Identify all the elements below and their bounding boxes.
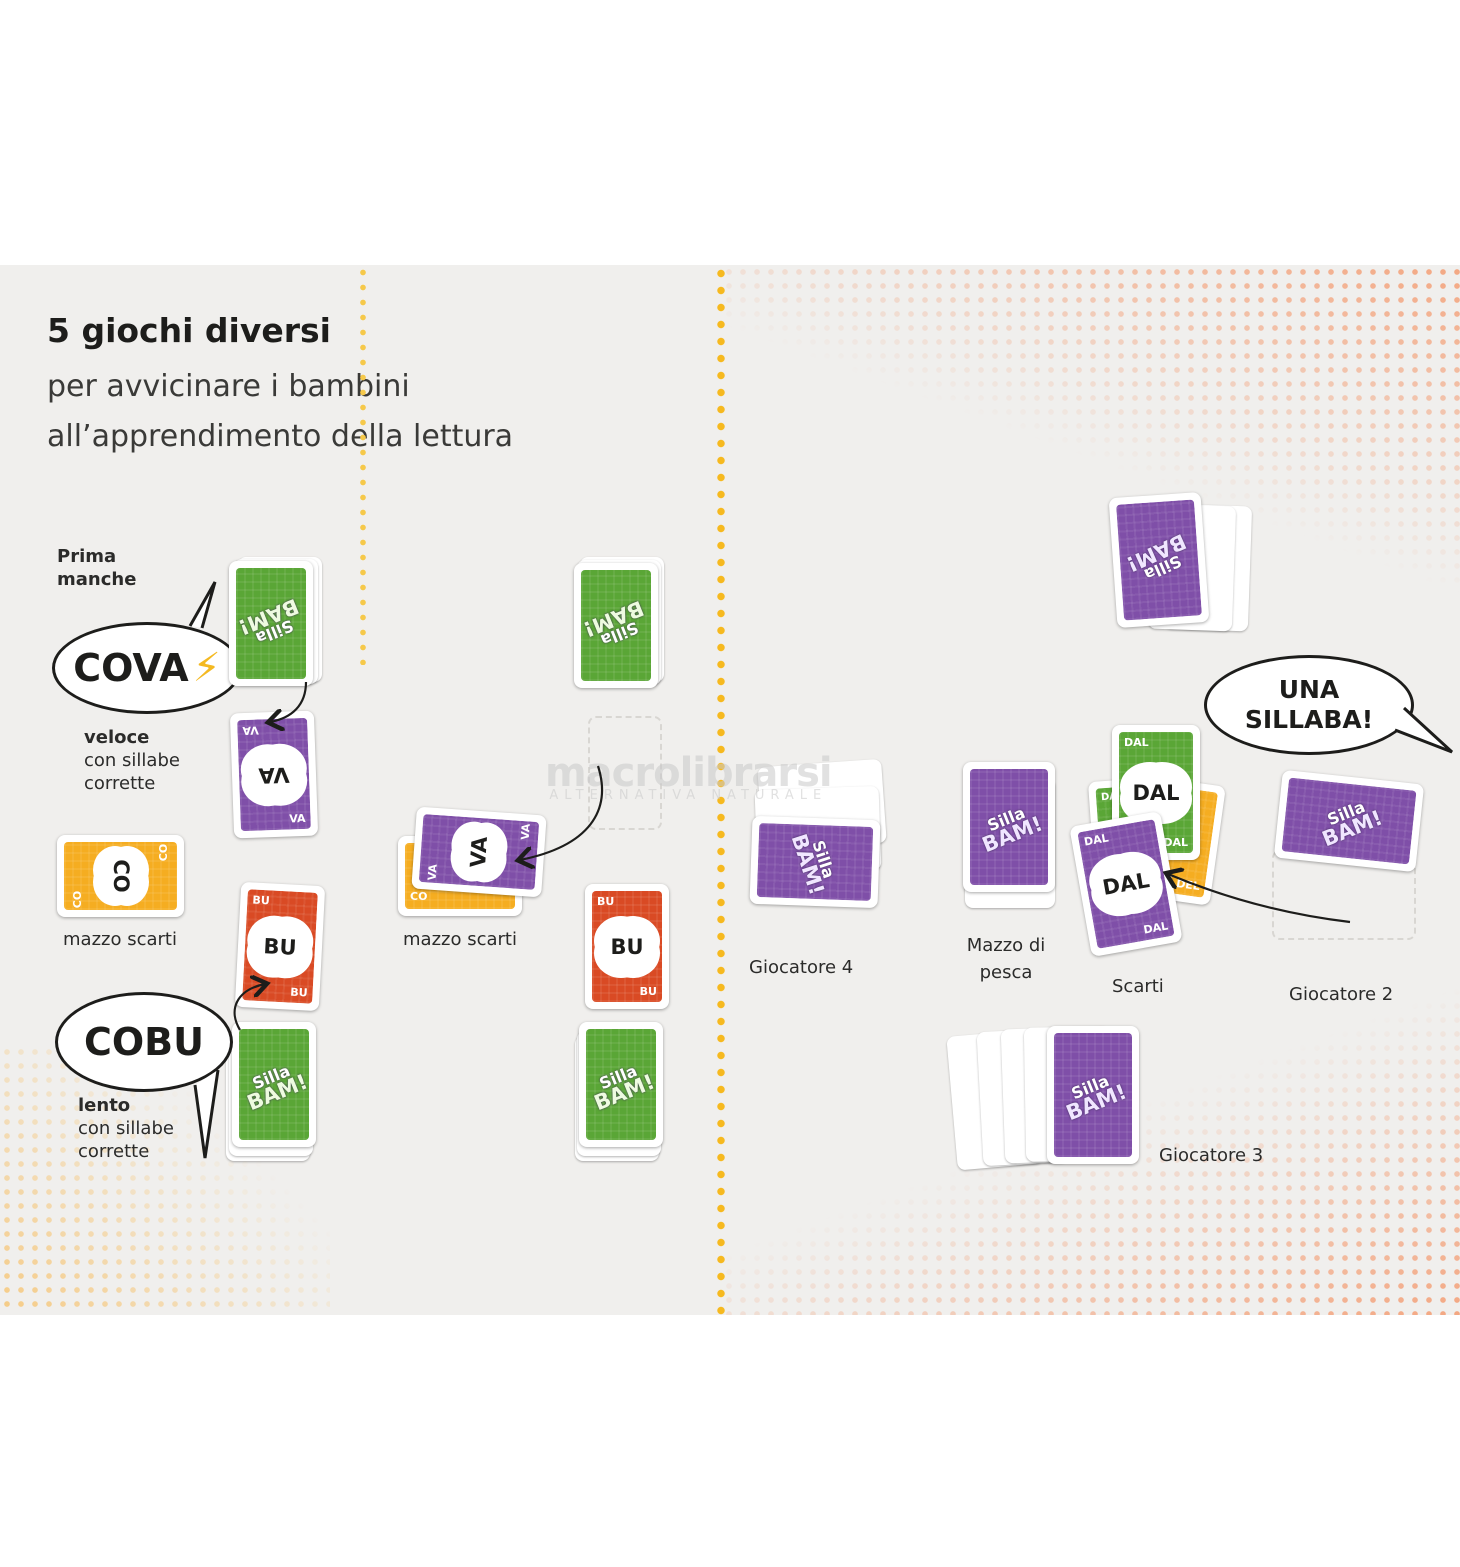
page-title: 5 giochi diversi [47, 311, 331, 350]
card-corner-text: CO [156, 843, 170, 862]
section-separator [357, 265, 369, 665]
player-2-label: Giocatore 2 [1289, 984, 1394, 1005]
page-subtitle: per avvicinare i bambini all’apprendimen… [47, 362, 513, 462]
card-face: VA VA VA [418, 814, 540, 890]
card-corner-text: DAL [1163, 836, 1188, 849]
card-corner-text: DAL [1124, 736, 1149, 749]
slow-label-rest: con sillabe corrette [78, 1118, 174, 1162]
watermark-tagline: ALTERNATIVA NATURALE [549, 788, 828, 803]
section-label: Prima manche [57, 546, 137, 590]
card-corner-text: VA [425, 863, 440, 881]
card-syllable: CO [96, 850, 145, 902]
player-4-label: Giocatore 4 [749, 957, 854, 978]
slow-label: lento con sillabe corrette [78, 1094, 188, 1163]
card-syllable: VA [244, 746, 304, 803]
discards-label: Scarti [1112, 976, 1164, 997]
card-va-played[interactable]: VA VA VA [411, 806, 547, 898]
card-corner-text: DAL [1142, 919, 1170, 937]
slow-label-bold: lento [78, 1095, 131, 1116]
card-corner-text: CO [71, 890, 85, 909]
speech-bubble-fast: COVA⚡ [52, 622, 242, 714]
draw-pile-label: Mazzo di pesca [966, 935, 1046, 983]
card-corner-text: BU [597, 895, 615, 908]
card-corner-text: VA [242, 723, 259, 738]
subtitle-line: per avvicinare i bambini [47, 369, 410, 404]
card-va[interactable]: VA VA VA [229, 710, 319, 839]
card-face: DAL DAL DAL [1077, 819, 1175, 949]
card-corner-text: DAL [1082, 831, 1110, 849]
discard-pile-label: mazzo scarti [63, 929, 177, 950]
page-spine-dots [714, 265, 728, 1315]
card-syllable: DAL [1089, 851, 1163, 917]
fast-label: veloce con sillabe corrette [84, 726, 194, 795]
card-face: BU BU BU [242, 889, 318, 1004]
card-corner-text: DEL [1175, 876, 1201, 894]
fast-label-rest: con sillabe corrette [84, 750, 180, 794]
card-corner-text: CO [410, 890, 428, 903]
card-face: CO CO CO [64, 842, 177, 910]
card-face: VA VA VA [237, 717, 311, 832]
card-syllable: BU [598, 919, 656, 974]
lightning-icon: ⚡ [192, 645, 221, 691]
card-syllable: VA [453, 824, 505, 880]
card-bu[interactable]: BU BU BU [585, 884, 669, 1009]
player-3-label: Giocatore 3 [1159, 1145, 1264, 1166]
card-face: BU BU BU [592, 891, 662, 1002]
watermark: macrolibrarsi ALTERNATIVA NATURALE [545, 750, 833, 803]
card-syllable: BU [249, 918, 311, 975]
decorative-dots [722, 265, 1460, 595]
card-corner-text: BU [639, 985, 657, 998]
fast-label-bold: veloce [84, 727, 150, 748]
card-syllable: DAL [1124, 765, 1188, 820]
speech-bubble-slow: COBU [55, 992, 233, 1092]
card-bu[interactable]: BU BU BU [234, 881, 326, 1012]
card-corner-text: BU [289, 985, 308, 1000]
card-corner-text: VA [518, 823, 533, 841]
card-corner-text: BU [252, 893, 271, 908]
card-co[interactable]: CO CO CO [57, 835, 184, 917]
card-corner-text: VA [289, 811, 306, 826]
bubble-text: COVA [73, 646, 189, 690]
discard-pile-label: mazzo scarti [403, 929, 517, 950]
speech-bubble-una-sillaba: UNA SILLABA! [1204, 655, 1414, 755]
subtitle-line: all’apprendimento della lettura [47, 419, 514, 454]
